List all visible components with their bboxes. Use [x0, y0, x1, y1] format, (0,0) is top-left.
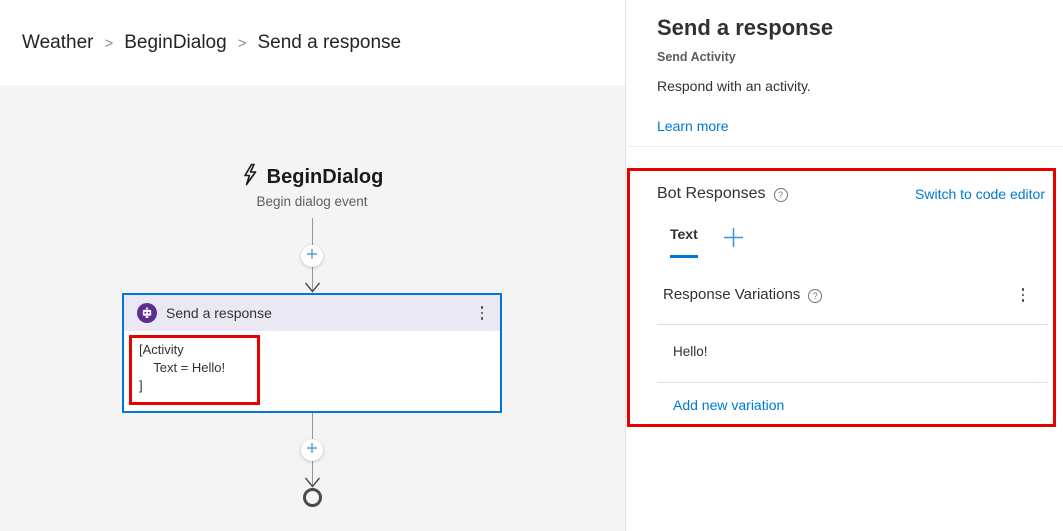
bot-responses-annotation: Bot Responses ? Switch to code editor Te… — [627, 168, 1056, 427]
trigger-begindialog[interactable]: BeginDialog Begin dialog event — [122, 163, 502, 209]
flow-canvas[interactable]: BeginDialog Begin dialog event — [0, 85, 625, 531]
trigger-subtitle: Begin dialog event — [256, 194, 368, 209]
panel-subtitle: Send Activity — [657, 50, 736, 64]
tab-text[interactable]: Text — [670, 226, 698, 258]
add-new-variation-link[interactable]: Add new variation — [673, 397, 785, 413]
response-tabs: Text — [670, 226, 744, 258]
switch-to-code-editor-link[interactable]: Switch to code editor — [915, 186, 1045, 202]
add-tab-button[interactable] — [723, 227, 744, 253]
panel-divider — [627, 146, 1063, 147]
node-title: Send a response — [166, 305, 272, 321]
lightning-icon — [241, 163, 258, 191]
flow-end-terminator — [303, 488, 322, 507]
divider — [657, 382, 1048, 383]
breadcrumb-separator-icon: > — [237, 35, 247, 52]
response-variations-label: Response Variations — [663, 286, 801, 304]
variation-item[interactable]: Hello! — [673, 344, 708, 359]
bot-responses-header: Bot Responses ? Switch to code editor — [657, 185, 1045, 203]
panel-title: Send a response — [657, 15, 834, 40]
node-body: [Activity Text = Hello! ] — [124, 331, 500, 413]
code-line: ] — [139, 378, 143, 393]
add-step-button[interactable] — [301, 245, 323, 267]
plus-icon — [306, 247, 318, 265]
activity-code-annotation: [Activity Text = Hello! ] — [129, 335, 260, 405]
send-response-node-header: Send a response — [124, 295, 500, 331]
plus-icon — [306, 441, 318, 459]
arrow-down-icon — [304, 475, 321, 493]
response-variations-header: Response Variations ? — [663, 286, 1028, 304]
breadcrumb: Weather > BeginDialog > Send a response — [0, 0, 625, 85]
code-line: Text = Hello! — [139, 360, 226, 375]
node-menu-button[interactable] — [477, 304, 488, 322]
bot-responses-label: Bot Responses — [657, 185, 766, 202]
breadcrumb-item-weather[interactable]: Weather — [22, 31, 94, 53]
divider — [657, 324, 1048, 325]
code-line: [Activity — [139, 342, 184, 357]
help-icon[interactable]: ? — [808, 288, 823, 303]
breadcrumb-item-begindialog[interactable]: BeginDialog — [124, 31, 227, 53]
add-step-button[interactable] — [301, 439, 323, 461]
flow-editor-pane: Weather > BeginDialog > Send a response … — [0, 0, 626, 531]
send-response-node[interactable]: Send a response [Activity Text = Hello! … — [122, 293, 502, 413]
breadcrumb-item-send-a-response[interactable]: Send a response — [257, 31, 402, 53]
arrow-down-icon — [304, 280, 321, 298]
learn-more-link[interactable]: Learn more — [657, 118, 729, 134]
variations-menu-button[interactable] — [1018, 286, 1029, 304]
properties-panel: Send a response Send Activity Respond wi… — [626, 0, 1063, 531]
trigger-title: BeginDialog — [266, 165, 384, 188]
breadcrumb-separator-icon: > — [104, 35, 114, 52]
help-icon[interactable]: ? — [773, 188, 788, 202]
panel-description: Respond with an activity. — [657, 78, 811, 94]
bot-icon — [137, 303, 157, 323]
